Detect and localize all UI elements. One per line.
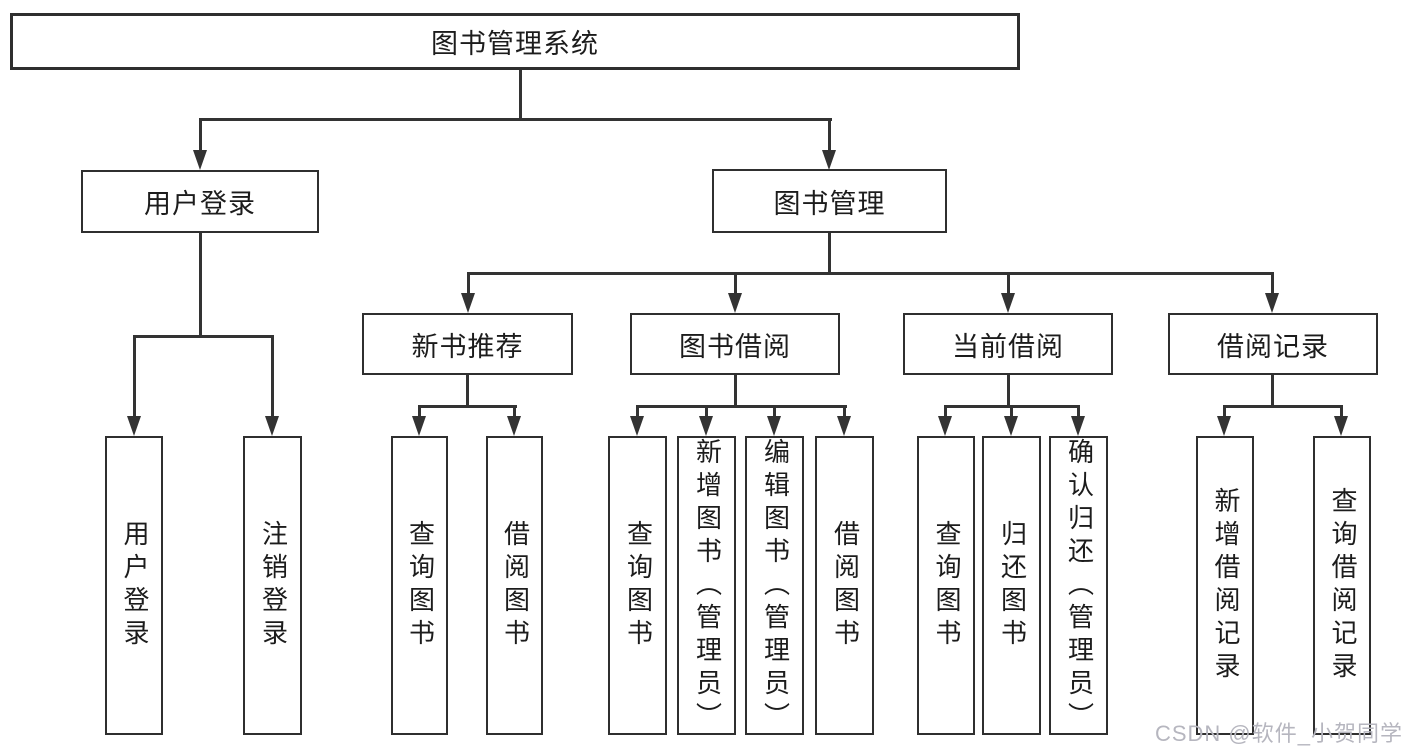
node-book-borrow: 图书借阅: [630, 313, 840, 375]
connector-line: [843, 405, 846, 418]
arrow-down-icon: [938, 416, 952, 436]
node-cb-confirm-return: 确认归还（管理员）: [1049, 436, 1108, 735]
node-logout-label: 注销登录: [258, 519, 288, 652]
connector-line: [1223, 405, 1343, 408]
node-new-book-recommend: 新书推荐: [362, 313, 573, 375]
connector-line: [828, 118, 831, 152]
arrow-down-icon: [837, 416, 851, 436]
connector-line: [1271, 272, 1274, 295]
arrow-down-icon: [630, 416, 644, 436]
connector-line: [773, 405, 776, 418]
node-bb-borrow-book-label: 借阅图书: [830, 519, 860, 652]
node-cb-query-book: 查询图书: [917, 436, 975, 735]
node-bb-add-book: 新增图书（管理员）: [677, 436, 736, 735]
node-user-login-label: 用户登录: [144, 189, 256, 219]
connector-line: [1223, 405, 1226, 418]
node-br-add-record: 新增借阅记录: [1196, 436, 1254, 735]
node-current-borrow-label: 当前借阅: [952, 331, 1064, 362]
connector-line: [944, 405, 947, 418]
connector-line: [1007, 272, 1010, 295]
node-nbr-borrow-book: 借阅图书: [486, 436, 543, 735]
connector-line: [1010, 405, 1013, 418]
connector-line: [199, 118, 202, 152]
connector-line: [828, 233, 831, 272]
arrow-down-icon: [412, 416, 426, 436]
connector-line: [636, 405, 847, 408]
node-book-borrow-label: 图书借阅: [679, 331, 791, 362]
connector-line: [199, 233, 202, 335]
arrow-down-icon: [1071, 416, 1085, 436]
connector-line: [1340, 405, 1343, 418]
node-nbr-borrow-book-label: 借阅图书: [500, 519, 530, 652]
connector-line: [133, 335, 136, 416]
connector-line: [466, 375, 469, 405]
connector-line: [1271, 375, 1274, 405]
arrow-down-icon: [507, 416, 521, 436]
node-root: 图书管理系统: [10, 13, 1020, 70]
arrow-down-icon: [265, 416, 279, 436]
arrow-down-icon: [193, 150, 207, 170]
node-new-book-recommend-label: 新书推荐: [411, 331, 524, 362]
arrow-down-icon: [1001, 293, 1015, 313]
node-cb-return-book: 归还图书: [982, 436, 1041, 735]
node-borrow-record: 借阅记录: [1168, 313, 1378, 375]
connector-line: [734, 375, 737, 405]
node-br-query-record-label: 查询借阅记录: [1328, 486, 1357, 685]
arrow-down-icon: [1004, 416, 1018, 436]
connector-line: [519, 70, 522, 118]
node-book-management: 图书管理: [712, 169, 947, 233]
node-nbr-query-book-label: 查询图书: [405, 519, 435, 652]
node-bb-borrow-book: 借阅图书: [815, 436, 874, 735]
connector-line: [1077, 405, 1080, 418]
connector-line: [636, 405, 639, 418]
arrow-down-icon: [728, 293, 742, 313]
node-login: 用户登录: [105, 436, 163, 735]
node-cb-confirm-return-label: 确认归还（管理员）: [1064, 438, 1094, 735]
node-br-add-record-label: 新增借阅记录: [1211, 486, 1240, 685]
watermark: CSDN @软件_小贺同学: [1154, 721, 1403, 746]
arrow-down-icon: [767, 416, 781, 436]
node-borrow-record-label: 借阅记录: [1217, 331, 1329, 362]
node-bb-edit-book-label: 编辑图书（管理员）: [760, 438, 790, 735]
connector-line: [467, 272, 470, 295]
arrow-down-icon: [822, 150, 836, 170]
connector-line: [705, 405, 708, 418]
node-current-borrow: 当前借阅: [903, 313, 1113, 375]
node-root-label: 图书管理系统: [431, 29, 599, 59]
connector-line: [418, 405, 421, 418]
arrow-down-icon: [1334, 416, 1348, 436]
arrow-down-icon: [461, 293, 475, 313]
connector-line: [734, 272, 737, 295]
node-book-management-label: 图书管理: [773, 188, 886, 219]
connector-line: [199, 118, 832, 121]
node-login-label: 用户登录: [120, 519, 149, 652]
node-bb-query-book-label: 查询图书: [623, 519, 653, 652]
node-cb-return-book-label: 归还图书: [997, 519, 1027, 652]
connector-line: [467, 272, 1274, 275]
node-bb-edit-book: 编辑图书（管理员）: [745, 436, 804, 735]
node-nbr-query-book: 查询图书: [391, 436, 448, 735]
connector-line: [133, 335, 274, 338]
connector-line: [418, 405, 517, 408]
node-cb-query-book-label: 查询图书: [932, 519, 961, 652]
connector-line: [513, 405, 516, 418]
node-logout: 注销登录: [243, 436, 302, 735]
connector-line: [1007, 375, 1010, 405]
arrow-down-icon: [127, 416, 141, 436]
connector-line: [271, 335, 274, 416]
node-br-query-record: 查询借阅记录: [1313, 436, 1371, 735]
arrow-down-icon: [1217, 416, 1231, 436]
node-bb-add-book-label: 新增图书（管理员）: [692, 438, 722, 735]
arrow-down-icon: [1265, 293, 1279, 313]
node-bb-query-book: 查询图书: [608, 436, 667, 735]
node-user-login: 用户登录: [81, 170, 319, 233]
arrow-down-icon: [699, 416, 713, 436]
